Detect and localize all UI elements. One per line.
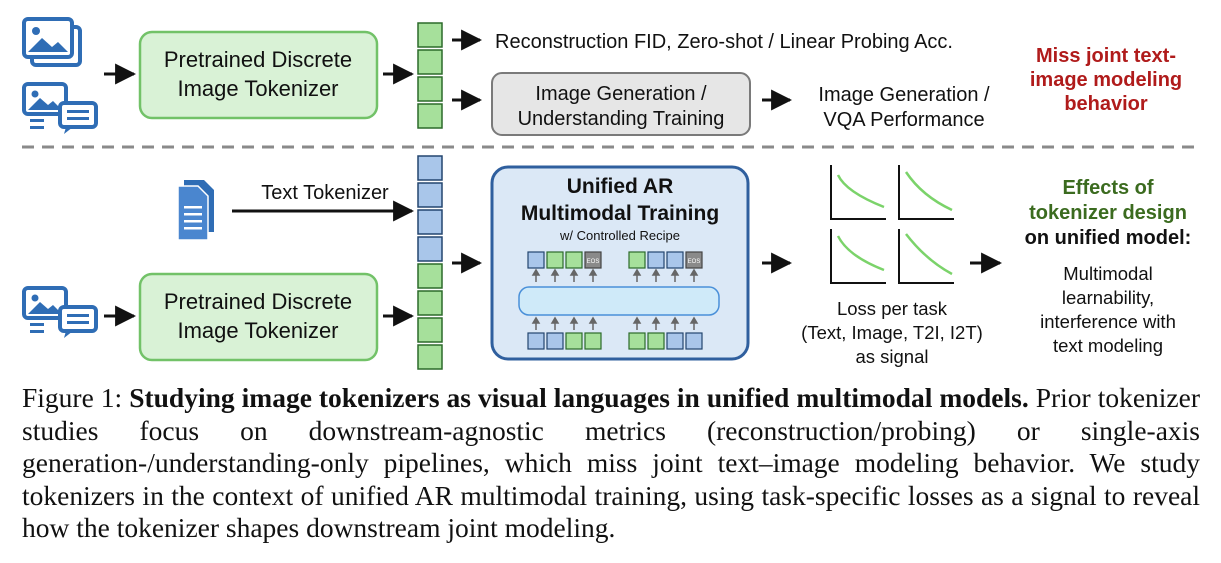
svg-text:behavior: behavior bbox=[1064, 93, 1148, 115]
tokenizer-box-top: Pretrained Discrete Image Tokenizer bbox=[138, 30, 379, 120]
unified-line1: Unified AR bbox=[567, 175, 674, 198]
svg-text:Multimodal: Multimodal bbox=[1063, 263, 1152, 284]
image-stack-icon bbox=[22, 17, 82, 67]
document-icon bbox=[177, 180, 214, 241]
svg-text:tokenizer design: tokenizer design bbox=[1029, 202, 1187, 224]
text-tokenizer-label: Text Tokenizer bbox=[261, 182, 389, 204]
loss-curve-text bbox=[830, 165, 886, 220]
unified-line2: Multimodal Training bbox=[521, 202, 719, 225]
loss-curves bbox=[830, 165, 954, 284]
svg-text:Effects of: Effects of bbox=[1062, 177, 1153, 199]
input-tokens bbox=[527, 332, 703, 350]
tokenizer-bottom-line1: Pretrained Discrete bbox=[164, 289, 352, 314]
svg-text:text modeling: text modeling bbox=[1053, 335, 1163, 356]
svg-text:interference with: interference with bbox=[1040, 311, 1176, 332]
svg-text:on unified model:: on unified model: bbox=[1025, 227, 1192, 249]
tokenizer-top-line2: Image Tokenizer bbox=[177, 76, 338, 101]
generation-training-box: Image Generation / Understanding Trainin… bbox=[491, 72, 751, 136]
output-tokens: EOS EOS bbox=[527, 251, 703, 269]
caption-body: Prior tokenizer studies focus on downstr… bbox=[22, 382, 1201, 544]
loss-curve-i2t bbox=[898, 229, 954, 284]
method-diagram: Pretrained Discrete Image Tokenizer Reco… bbox=[22, 17, 1200, 370]
loss-line3: as signal bbox=[855, 346, 928, 367]
svg-text:image modeling: image modeling bbox=[1030, 69, 1182, 91]
svg-text:Miss joint text-: Miss joint text- bbox=[1036, 45, 1176, 67]
svg-text:learnability,: learnability, bbox=[1062, 287, 1154, 308]
tokenizer-box-bottom: Pretrained Discrete Image Tokenizer bbox=[138, 272, 379, 362]
svg-text:EOS: EOS bbox=[688, 259, 701, 265]
effects-note: Effects of tokenizer design on unified m… bbox=[1025, 177, 1192, 249]
token-column-bottom bbox=[417, 155, 443, 370]
gen-result-line2: VQA Performance bbox=[823, 109, 984, 131]
transformer-block bbox=[518, 286, 720, 316]
image-chat-icon-bottom bbox=[22, 286, 98, 338]
loss-curve-t2i bbox=[830, 229, 886, 284]
figure-caption: Figure 1: Studying image tokenizers as v… bbox=[22, 382, 1200, 545]
unified-training-box: Unified AR Multimodal Training w/ Contro… bbox=[490, 165, 750, 361]
outcome-text: Multimodal learnability, interference wi… bbox=[1040, 263, 1176, 356]
gen-result-line1: Image Generation / bbox=[818, 84, 990, 106]
image-chat-icon bbox=[22, 82, 98, 134]
loss-line2: (Text, Image, T2I, I2T) bbox=[801, 322, 983, 343]
svg-text:EOS: EOS bbox=[587, 259, 600, 265]
gen-box-line1: Image Generation / bbox=[535, 83, 707, 105]
miss-joint-note: Miss joint text- image modeling behavior bbox=[1030, 45, 1182, 115]
gen-box-line2: Understanding Training bbox=[518, 108, 725, 130]
loss-curve-image bbox=[898, 165, 954, 220]
caption-title: Studying image tokenizers as visual lang… bbox=[129, 382, 1029, 413]
tokenizer-top-line1: Pretrained Discrete bbox=[164, 47, 352, 72]
upward-arrows bbox=[531, 268, 699, 330]
tokenizer-bottom-line2: Image Tokenizer bbox=[177, 318, 338, 343]
controlled-recipe-label: w/ Controlled Recipe bbox=[559, 228, 680, 243]
token-column-top bbox=[417, 22, 443, 129]
reconstruction-metrics-text: Reconstruction FID, Zero-shot / Linear P… bbox=[495, 31, 953, 53]
caption-label: Figure 1: bbox=[22, 382, 123, 413]
loss-line1: Loss per task bbox=[837, 298, 948, 319]
